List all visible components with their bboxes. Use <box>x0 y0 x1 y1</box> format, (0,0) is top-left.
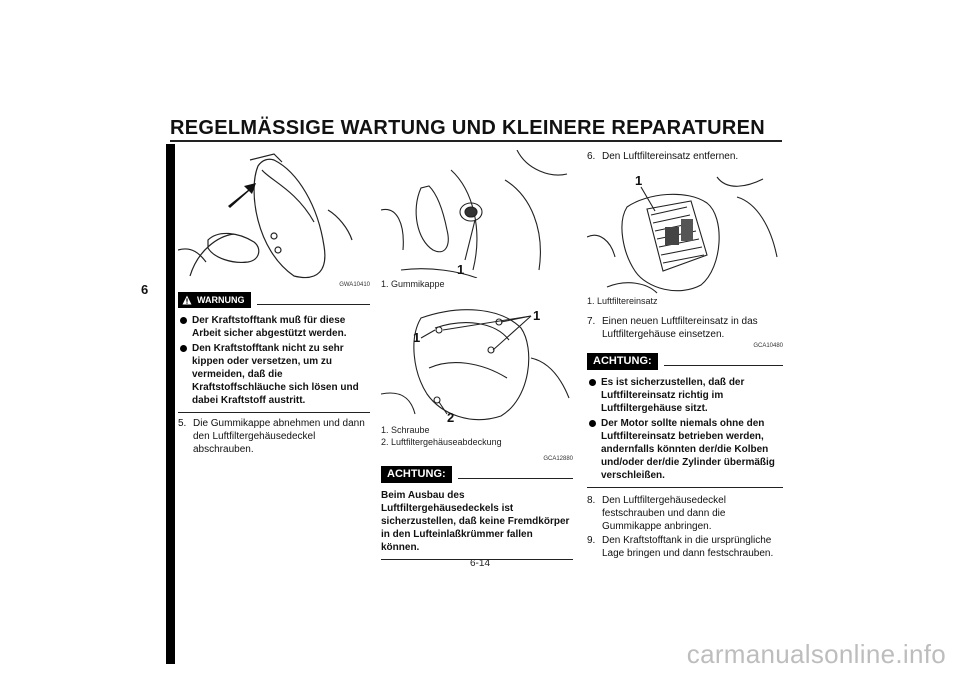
fuel-tank-illustration <box>178 153 353 278</box>
warning-list: Der Kraftstofftank muß für diese Arbeit … <box>178 314 370 407</box>
caution-rule <box>457 478 573 479</box>
warning-header: WARNUNG <box>178 292 370 308</box>
chapter-tab <box>166 144 175 664</box>
warning-triangle-icon <box>182 295 192 305</box>
air-filter-element-illustration: 1 <box>587 173 778 294</box>
step-text: Einen neuen Luftfiltereinsatz in das Luf… <box>602 316 758 340</box>
figure-caption: 1. Schraube <box>381 425 430 435</box>
step-text: Den Luftfiltereinsatz entfernen. <box>602 151 739 162</box>
step-number: 7. <box>587 316 596 327</box>
page-title: REGELMÄSSIGE WARTUNG UND KLEINERE REPARA… <box>170 117 766 139</box>
step-text: Den Luftfiltergehäusedeckel festschraube… <box>602 495 726 532</box>
caution-label: ACHTUNG: <box>587 353 658 370</box>
figure-caption: 1. Luftfiltereinsatz <box>587 296 658 306</box>
air-filter-cover-figure: 1 1 2 1. Schraube 2. Luftfiltergehäuseab… <box>381 298 573 448</box>
warning-rule <box>256 303 370 305</box>
rubber-cap-figure: 1 1. Gummikappe <box>381 150 573 290</box>
warning-label: WARNUNG <box>197 295 245 305</box>
air-filter-cover-illustration: 1 1 2 <box>381 308 570 424</box>
air-filter-element-figure: 1 1. Luftfiltereinsatz <box>587 167 783 307</box>
step-number: 9. <box>587 535 596 546</box>
step-text: Die Gummikappe abnehmen und dann den Luf… <box>193 418 365 455</box>
steps-list: 6. Den Luftfiltereinsatz entfernen. <box>587 150 783 163</box>
caution-item: Der Motor sollte niemals ohne den Luftfi… <box>587 417 783 482</box>
caution-header: ACHTUNG: <box>381 466 573 483</box>
callout-1: 1 <box>457 262 464 277</box>
warning-item: Den Kraftstofftank nicht zu sehr kippen … <box>178 342 370 407</box>
warning-badge: WARNUNG <box>178 292 251 308</box>
warning-item: Der Kraftstofftank muß für diese Arbeit … <box>178 314 370 340</box>
title-rule <box>170 140 782 142</box>
step-text: Den Kraftstofftank in die ursprüngliche … <box>602 535 774 559</box>
callout-1: 1 <box>635 173 642 188</box>
step-item: 5. Die Gummikappe abnehmen und dann den … <box>178 417 370 456</box>
caution-header: ACHTUNG: <box>587 353 783 370</box>
figure-caption: 2. Luftfiltergehäuseabdeckung <box>381 437 502 447</box>
callout-1a: 1 <box>413 330 420 345</box>
step-number: 8. <box>587 495 596 506</box>
step-item: 6. Den Luftfiltereinsatz entfernen. <box>587 150 783 163</box>
steps-list: 5. Die Gummikappe abnehmen und dann den … <box>178 417 370 456</box>
step-item: 8. Den Luftfiltergehäusedeckel festschra… <box>587 494 783 533</box>
caution-text: Beim Ausbau des Luftfiltergehäusedeckels… <box>381 490 570 553</box>
step-number: 5. <box>178 418 187 429</box>
caution-end-rule <box>381 559 573 560</box>
caution-label: ACHTUNG: <box>381 466 452 483</box>
caution-item: Es ist sicherzustellen, daß der Luftfilt… <box>587 376 783 415</box>
chapter-number: 6 <box>141 282 149 297</box>
page-number: 6-14 <box>470 558 491 569</box>
caution-rule <box>663 365 783 366</box>
caution-list: Es ist sicherzustellen, daß der Luftfilt… <box>587 376 783 482</box>
warning-end-rule <box>178 412 370 413</box>
caution-end-rule <box>587 487 783 488</box>
callout-1b: 1 <box>533 308 540 323</box>
caution-code: GCA12880 <box>543 456 573 462</box>
callout-2: 2 <box>447 410 454 424</box>
step-item: 9. Den Kraftstofftank in die ursprünglic… <box>587 534 783 560</box>
step-item: 7. Einen neuen Luftfiltereinsatz in das … <box>587 315 783 341</box>
step-number: 6. <box>587 151 596 162</box>
steps-list: 7. Einen neuen Luftfiltereinsatz in das … <box>587 315 783 341</box>
fuel-tank-figure: GWA10410 <box>178 150 370 288</box>
figure-caption: 1. Gummikappe <box>381 279 445 289</box>
figure-code: GWA10410 <box>339 282 370 288</box>
column-2: 1 1. Gummikappe 1 1 2 <box>381 150 573 560</box>
watermark: carmanualsonline.info <box>686 639 946 669</box>
column-3: 6. Den Luftfiltereinsatz entfernen. 1 1.… <box>587 150 783 561</box>
caution-code: GCA10480 <box>753 343 783 349</box>
column-1: GWA10410 WARNUNG Der Kraftstofftank muß … <box>178 150 370 457</box>
steps-list: 8. Den Luftfiltergehäusedeckel festschra… <box>587 494 783 560</box>
rubber-cap-illustration: 1 <box>381 150 568 278</box>
